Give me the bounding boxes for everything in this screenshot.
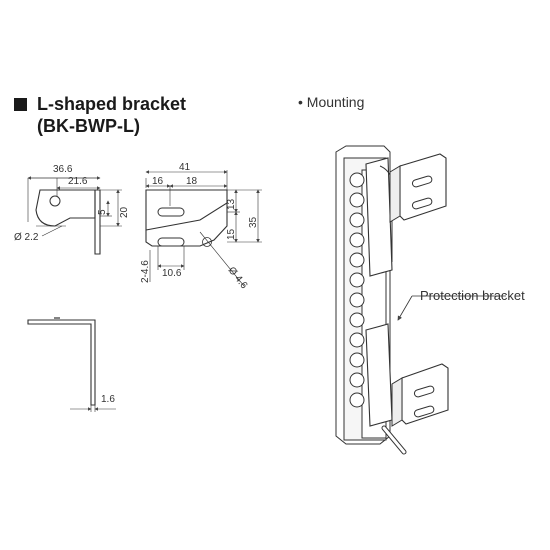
dim-21-6: 21.6 — [68, 176, 88, 187]
dim-36-6: 36.6 — [53, 164, 73, 175]
hole-circle — [49, 195, 61, 207]
dim-2-4-6: 2-4.6 — [140, 260, 151, 283]
dim-1-6: 1.6 — [101, 394, 115, 405]
dim-20: 20 — [119, 206, 130, 218]
side-view-drawing — [27, 176, 122, 255]
dim-5: 5 — [97, 209, 108, 215]
mounting-illustration — [335, 145, 506, 455]
slot-upper — [157, 207, 185, 217]
dim-16: 16 — [152, 176, 164, 187]
dim-10-6: 10.6 — [162, 268, 182, 279]
section-title: L-shaped bracket — [37, 94, 187, 114]
title-row: L-shaped bracket — [14, 94, 186, 115]
top-view-drawing — [27, 317, 116, 412]
dim-15: 15 — [226, 228, 237, 240]
bullet-square-icon — [14, 98, 27, 111]
model-code: (BK-BWP-L) — [37, 116, 140, 136]
dim-18: 18 — [186, 176, 198, 187]
section-header: L-shaped bracket (BK-BWP-L) — [14, 94, 186, 137]
front-view-drawing — [145, 170, 262, 287]
dim-dia-4-6: Ø 4.6 — [226, 265, 250, 291]
slot-lower — [157, 237, 185, 247]
dim-dia-2-2: Ø 2.2 — [14, 232, 39, 243]
dim-13: 13 — [226, 198, 237, 210]
mounting-label: • Mounting — [298, 94, 365, 110]
dim-35: 35 — [248, 216, 259, 228]
callout-protection-bracket: Protection bracket — [420, 288, 525, 303]
dim-41: 41 — [179, 162, 191, 173]
